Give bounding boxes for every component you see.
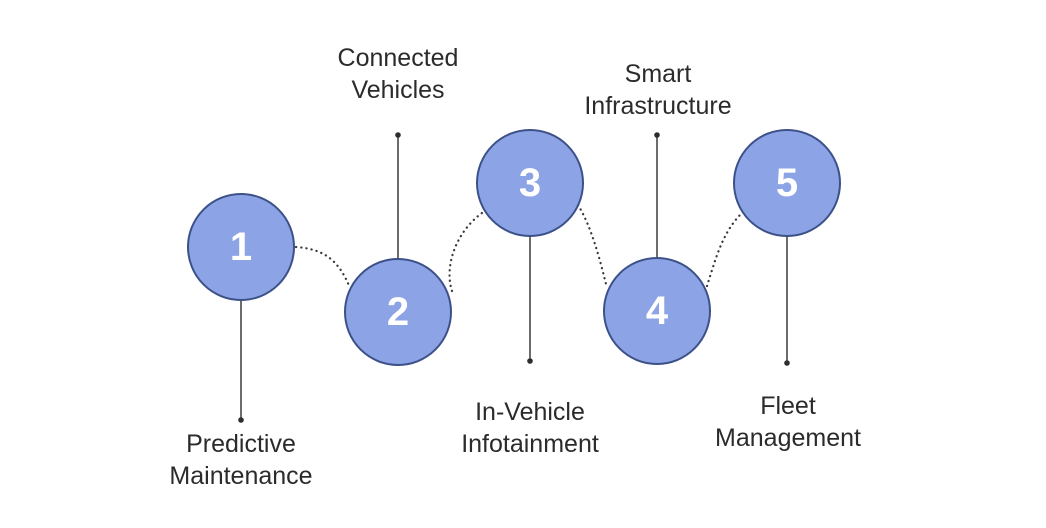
leader-line-step-3 — [527, 219, 533, 364]
step-number-1: 1 — [229, 225, 253, 269]
leader-line-step-2 — [395, 132, 401, 274]
step-number-2: 2 — [386, 290, 410, 334]
step-number-3: 3 — [518, 161, 542, 205]
step-node-2: 2 — [344, 258, 452, 366]
step-label-in-vehicle-infotainment: In-Vehicle Infotainment — [461, 398, 599, 458]
step-node-3: 3 — [476, 129, 584, 237]
leader-line-step-5 — [784, 219, 790, 366]
dotted-connector-3-4 — [576, 203, 608, 286]
dotted-connector-4-5 — [705, 212, 743, 288]
step-number-4: 4 — [645, 289, 669, 333]
step-node-1: 1 — [187, 193, 295, 301]
step-label-connected-vehicles: Connected Vehicles — [337, 44, 459, 104]
leader-line-step-4 — [654, 132, 660, 274]
step-label-predictive-maintenance: Predictive Maintenance — [169, 430, 313, 490]
step-node-4: 4 — [603, 257, 711, 365]
dotted-connector-2-3 — [448, 211, 484, 293]
dotted-connector-1-2 — [294, 245, 352, 290]
step-node-5: 5 — [733, 129, 841, 237]
step-number-5: 5 — [775, 161, 799, 205]
step-label-fleet-management: Fleet Management — [715, 392, 861, 452]
step-label-smart-infrastructure: Smart Infrastructure — [584, 60, 732, 120]
